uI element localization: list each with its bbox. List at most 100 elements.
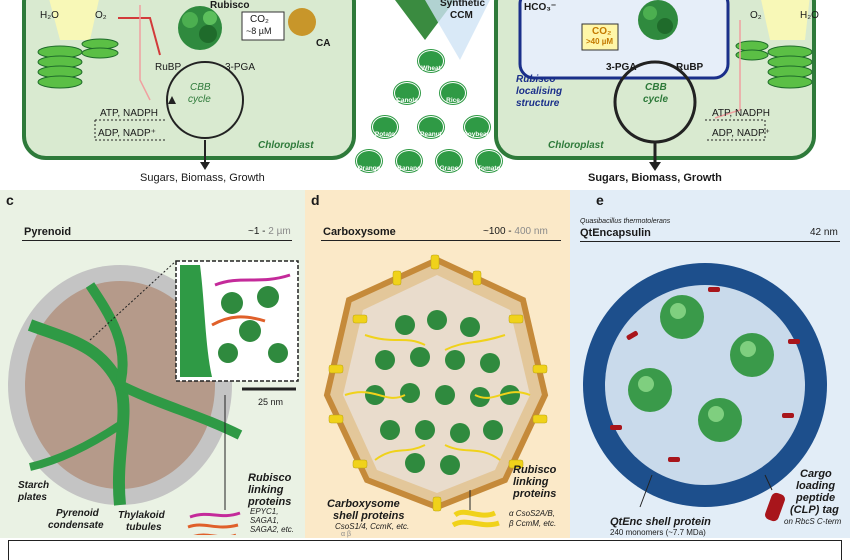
h2o-label: H₂O — [40, 10, 59, 21]
cargo-label-3: peptide — [796, 492, 836, 504]
linking-label-1: Rubisco — [248, 472, 292, 484]
cbb-label: CBB — [190, 82, 211, 93]
rice-icon — [440, 82, 466, 104]
synthetic-ccm-diagram — [395, 0, 490, 60]
canola-icon — [394, 82, 420, 104]
ccm-label: CCM — [450, 10, 473, 21]
crop-label-banana: Banana — [397, 165, 421, 172]
crop-label-wheat: Wheat — [421, 65, 441, 72]
crop-label-soybean: Soybean — [463, 131, 491, 138]
thylakoid-stack-icon — [37, 38, 119, 89]
shell-label-1: Carboxysome — [327, 498, 400, 510]
co2-concentration: ~8 µM — [246, 26, 272, 36]
co2-label: CO₂ — [250, 14, 269, 25]
co2-label-right: CO₂ — [592, 26, 612, 37]
rubisco-icon — [638, 0, 678, 40]
panel-carboxysome: d Carboxysome ~100 - 400 nm — [305, 190, 570, 538]
carbonic-anhydrase-icon — [288, 8, 316, 36]
output-label-right: Sugars, Biomass, Growth — [588, 172, 722, 184]
panel-letter-c: c — [6, 192, 14, 208]
cargo-label-5: on RbcS C-term — [784, 517, 842, 526]
localising-label-1: Rubisco — [516, 74, 556, 85]
crop-label-grape: Grape — [439, 165, 459, 172]
chloroplast-label: Chloroplast — [258, 140, 314, 151]
d-linking-label-2: linking — [513, 476, 549, 488]
qtenc-monomers-label: 240 monomers (~7.7 MDa) — [610, 528, 706, 537]
rubisco-cluster — [628, 295, 774, 442]
tomato-icon — [476, 150, 502, 172]
d-genes-label-2: β CcmM, etc. — [509, 519, 557, 528]
clp-tag-shape — [765, 492, 785, 522]
rubisco-icon — [178, 6, 222, 50]
d-linking-label-1: Rubisco — [513, 464, 557, 476]
shell-alpha-beta: α β — [341, 531, 352, 538]
localising-label-3: structure — [516, 98, 560, 109]
h2o-label-right: H₂O — [800, 10, 819, 21]
crop-label-peanut: Peanut — [420, 131, 442, 138]
condensate-label-2: condensate — [48, 520, 104, 531]
hco3-label: HCO₃⁻ — [524, 2, 557, 13]
cargo-label-4: (CLP) tag — [790, 504, 839, 516]
grape-icon — [436, 150, 462, 172]
shell-label-2: shell proteins — [333, 510, 405, 522]
crop-label-potato: Potato — [374, 131, 396, 138]
top-section: H₂O O₂ Rubisco CO₂ ~8 µM CA RuBP 3-PGA C… — [0, 0, 850, 190]
soybean-icon — [464, 116, 490, 138]
rubp-label: RuBP — [155, 62, 182, 73]
pyrenoid-illustration — [8, 260, 299, 535]
rubisco-label: Rubisco — [210, 0, 250, 11]
o2-label-right: O₂ — [750, 10, 762, 21]
banana-icon — [396, 150, 422, 172]
shell-genes-label: CsoS1/4, CcmK, etc. — [335, 522, 410, 531]
wheat-icon — [418, 50, 444, 72]
starch-label-1: Starch — [18, 480, 50, 491]
panel-pyrenoid: c Pyrenoid ~1 - 2 µm 25 nm Starch plates… — [0, 190, 305, 538]
cargo-label-1: Cargo — [800, 468, 832, 480]
pyrenoid-title: Pyrenoid — [24, 226, 72, 238]
qtenc-shell-label: QtEnc shell protein — [610, 516, 711, 528]
encapsulin-scale: 42 nm — [810, 227, 838, 238]
cbb-label-right: CBB — [645, 82, 667, 93]
adp-label: ADP, NADP⁺ — [98, 128, 156, 139]
title-rule — [321, 240, 561, 241]
crop-label-orange: Orange — [357, 165, 381, 172]
panel-letter-e: e — [596, 192, 604, 208]
d-linking-label-3: proteins — [513, 488, 557, 500]
bottom-frame — [8, 540, 842, 560]
genes-label-2: SAGA1, — [250, 516, 279, 525]
species-label: Quasibacillus thermotolerans — [580, 218, 671, 225]
encapsulin-illustration — [583, 263, 827, 522]
condensate-label-1: Pyrenoid — [56, 508, 99, 519]
crop-label-canola: Canola — [396, 97, 418, 104]
panel-letter-d: d — [311, 192, 320, 208]
left-chloroplast-diagram — [22, 0, 356, 170]
carboxysome-scale: ~100 - 400 nm — [483, 226, 548, 237]
title-rule — [580, 241, 840, 242]
crop-label-rice: Rice — [446, 97, 460, 104]
pga-label-right: 3-PGA — [606, 62, 637, 73]
yellow-linkers — [344, 334, 531, 461]
pyrenoid-scale: ~1 - 2 µm — [248, 226, 291, 237]
linking-label-3: proteins — [248, 496, 292, 508]
right-chloroplast-diagram — [494, 0, 816, 171]
scale-bar-label: 25 nm — [258, 397, 284, 407]
cycle-label-right: cycle — [643, 94, 669, 105]
linking-label-2: linking — [248, 484, 284, 496]
genes-label-3: SAGA2, etc. — [250, 525, 295, 534]
rubp-label-right: RuBP — [676, 62, 704, 73]
co2-concentration-right: >40 µM — [586, 37, 614, 46]
panel-encapsulin: e Quasibacillus thermotolerans QtEncapsu… — [570, 190, 850, 538]
d-genes-label-1: α CsoS2A/B, — [509, 509, 555, 518]
synthetic-label: Synthetic — [440, 0, 486, 9]
cycle-label: cycle — [188, 94, 211, 105]
peanut-icon — [418, 116, 444, 138]
o2-label: O₂ — [95, 10, 107, 21]
atp-label: ATP, NADPH — [100, 108, 158, 119]
carboxysome-title: Carboxysome — [323, 226, 396, 238]
atp-label-right: ATP, NADPH — [712, 108, 770, 119]
thylakoid-label-1: Thylakoid — [118, 510, 165, 521]
genes-label-1: EPYC1, — [250, 507, 279, 516]
encapsulin-title: QtEncapsulin — [580, 227, 651, 239]
pga-label: 3-PGA — [225, 62, 256, 73]
starch-label-2: plates — [18, 492, 47, 503]
